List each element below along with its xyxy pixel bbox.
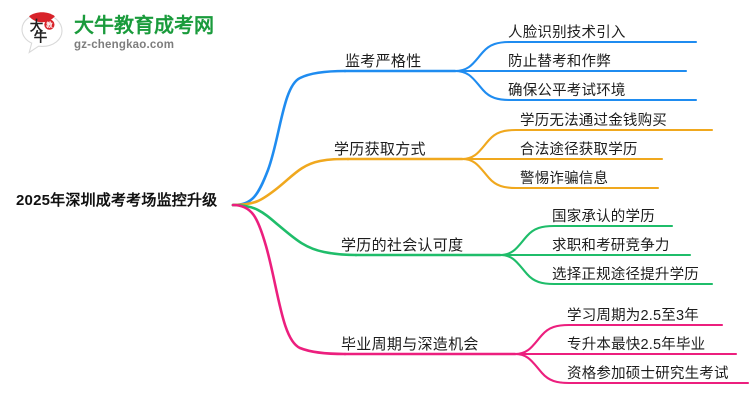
mindmap-leaf-label-2-1[interactable]: 求职和考研竞争力 xyxy=(552,238,670,254)
mindmap-leaf-label-1-1[interactable]: 合法途径获取学历 xyxy=(520,142,638,158)
logo-speech-bubble-icon: 教 大 牛 xyxy=(21,12,63,54)
mindmap-branch-label-3[interactable]: 毕业周期与深造机会 xyxy=(341,336,479,353)
mindmap-branch-label-0[interactable]: 监考严格性 xyxy=(345,53,422,70)
mindmap-leaf-label-3-1[interactable]: 专升本最快2.5年毕业 xyxy=(567,337,706,353)
mindmap-leaf-label-1-2[interactable]: 警惕诈骗信息 xyxy=(520,171,609,187)
mindmap-leaf-label-0-1[interactable]: 防止替考和作弊 xyxy=(508,54,611,70)
logo-url: gz-chengkao.com xyxy=(74,39,175,52)
branch-connectors-3 xyxy=(231,203,750,385)
mindmap-leaf-label-2-0[interactable]: 国家承认的学历 xyxy=(552,209,655,225)
branch-connectors-1 xyxy=(231,128,714,207)
svg-text:牛: 牛 xyxy=(34,29,48,45)
mindmap-leaf-label-3-2[interactable]: 资格参加硕士研究生考试 xyxy=(567,366,729,382)
mindmap-leaf-label-3-0[interactable]: 学习周期为2.5至3年 xyxy=(567,308,699,324)
site-logo-watermark: 教 大 牛 大牛教育成考网 gz-chengkao.com xyxy=(18,8,214,60)
svg-text:大: 大 xyxy=(30,18,44,34)
mindmap-root-label[interactable]: 2025年深圳成考考场监控升级 xyxy=(16,192,218,209)
logo-brand-name: 大牛教育成考网 xyxy=(74,15,214,38)
mindmap-leaf-label-0-0[interactable]: 人脸识别技术引入 xyxy=(508,25,626,41)
branch-connectors-0 xyxy=(231,40,698,207)
mindmap-leaf-label-1-0[interactable]: 学历无法通过金钱购买 xyxy=(520,113,667,129)
svg-text:教: 教 xyxy=(46,20,53,29)
logo-mark-icon: 教 大 牛 xyxy=(18,10,66,58)
branch-connectors-2 xyxy=(231,203,714,286)
mindmap-leaf-label-2-2[interactable]: 选择正规途径提升学历 xyxy=(552,267,699,283)
mindmap-branch-label-1[interactable]: 学历获取方式 xyxy=(334,141,426,158)
mindmap-branch-label-2[interactable]: 学历的社会认可度 xyxy=(341,237,464,254)
mindmap-leaf-label-0-2[interactable]: 确保公平考试环境 xyxy=(508,83,626,99)
logo-text-block: 大牛教育成考网 gz-chengkao.com xyxy=(74,15,214,52)
